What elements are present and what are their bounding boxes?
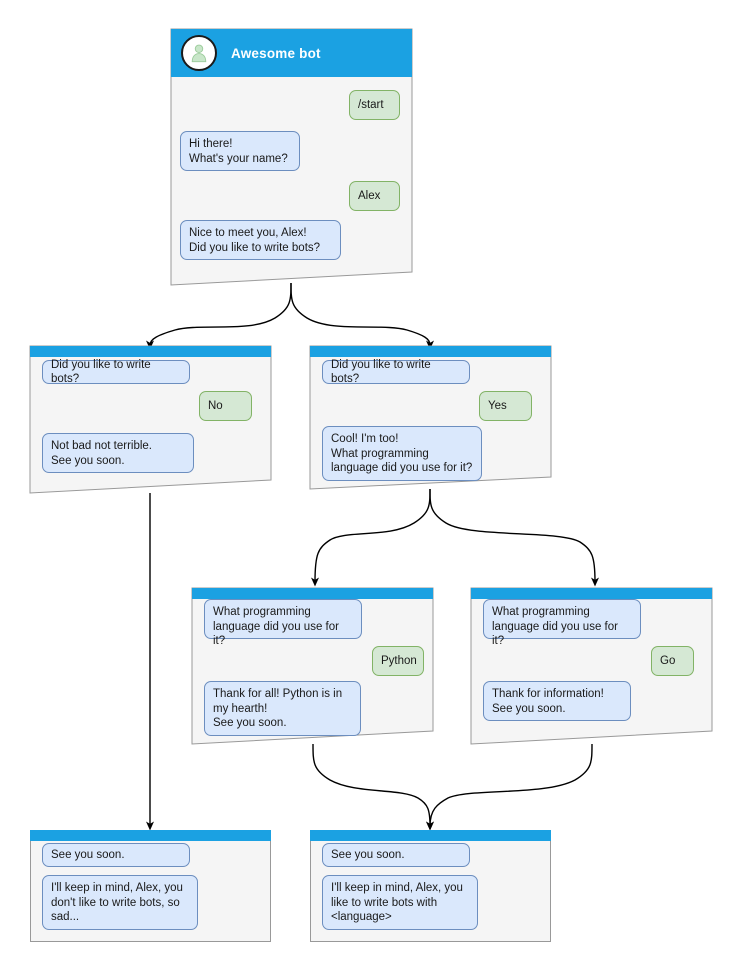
user-message-bubble: No — [199, 391, 252, 421]
user-message-bubble: Yes — [479, 391, 532, 421]
node-end-happy-header — [310, 830, 551, 841]
bot-title: Awesome bot — [231, 45, 321, 61]
bot-message-bubble: Cool! I'm too! What programming language… — [322, 426, 482, 481]
bot-message-bubble: What programming language did you use fo… — [483, 599, 641, 647]
node-python-branch[interactable]: What programming language did you use fo… — [191, 587, 434, 745]
bot-message-bubble: What programming language did you use fo… — [204, 599, 362, 647]
node-yes-branch-messages: Did you like to write bots? Yes Cool! I'… — [310, 346, 551, 489]
bot-message-bubble: I'll keep in mind, Alex, you don't like … — [42, 875, 198, 930]
person-avatar-icon — [181, 35, 217, 71]
node-root-header: Awesome bot — [171, 29, 412, 77]
user-message-bubble: Python — [372, 646, 424, 676]
node-end-sad-header — [30, 830, 271, 841]
bot-message-bubble: Thank for all! Python is in my hearth! S… — [204, 681, 361, 736]
node-end-happy-messages: See you soon. I'll keep in mind, Alex, y… — [310, 830, 551, 942]
user-message-bubble: Alex — [349, 181, 400, 211]
edge-go-to-end-happy — [426, 743, 593, 831]
bot-message-bubble: Not bad not terrible. See you soon. — [42, 433, 194, 473]
node-root[interactable]: Awesome bot /start Hi there! What's your… — [170, 28, 413, 286]
node-yes-branch-header — [310, 346, 551, 357]
node-go-branch[interactable]: What programming language did you use fo… — [470, 587, 713, 745]
node-go-branch-header — [471, 588, 712, 599]
edge-yes-to-go — [429, 488, 599, 587]
bot-message-bubble: Did you like to write bots? — [42, 359, 190, 385]
node-go-branch-messages: What programming language did you use fo… — [471, 588, 712, 744]
node-no-branch-messages: Did you like to write bots? No Not bad n… — [30, 346, 271, 493]
node-no-branch[interactable]: Did you like to write bots? No Not bad n… — [29, 345, 272, 494]
node-python-branch-header — [192, 588, 433, 599]
bot-message-bubble: I'll keep in mind, Alex, you like to wri… — [322, 875, 478, 930]
node-end-sad-messages: See you soon. I'll keep in mind, Alex, y… — [30, 830, 271, 942]
node-end-sad[interactable]: See you soon. I'll keep in mind, Alex, y… — [30, 830, 271, 942]
user-message-bubble: Go — [651, 646, 694, 676]
node-root-messages: /start Hi there! What's your name? Alex … — [171, 29, 412, 285]
bot-message-bubble: Nice to meet you, Alex! Did you like to … — [180, 220, 341, 260]
bot-message-bubble: Thank for information! See you soon. — [483, 681, 631, 721]
bot-message-bubble: Hi there! What's your name? — [180, 131, 300, 171]
user-message-bubble: /start — [349, 90, 400, 120]
node-end-happy[interactable]: See you soon. I'll keep in mind, Alex, y… — [310, 830, 551, 942]
edge-python-to-end-happy — [312, 743, 434, 831]
bot-message-bubble: Did you like to write bots? — [322, 359, 470, 385]
edge-root-to-no — [146, 282, 292, 350]
node-no-branch-header — [30, 346, 271, 357]
node-yes-branch[interactable]: Did you like to write bots? Yes Cool! I'… — [309, 345, 552, 490]
edge-root-to-yes — [290, 282, 434, 350]
edge-yes-to-python — [311, 488, 431, 587]
node-python-branch-messages: What programming language did you use fo… — [192, 588, 433, 744]
bot-message-bubble: See you soon. — [322, 843, 470, 867]
bot-message-bubble: See you soon. — [42, 843, 190, 867]
